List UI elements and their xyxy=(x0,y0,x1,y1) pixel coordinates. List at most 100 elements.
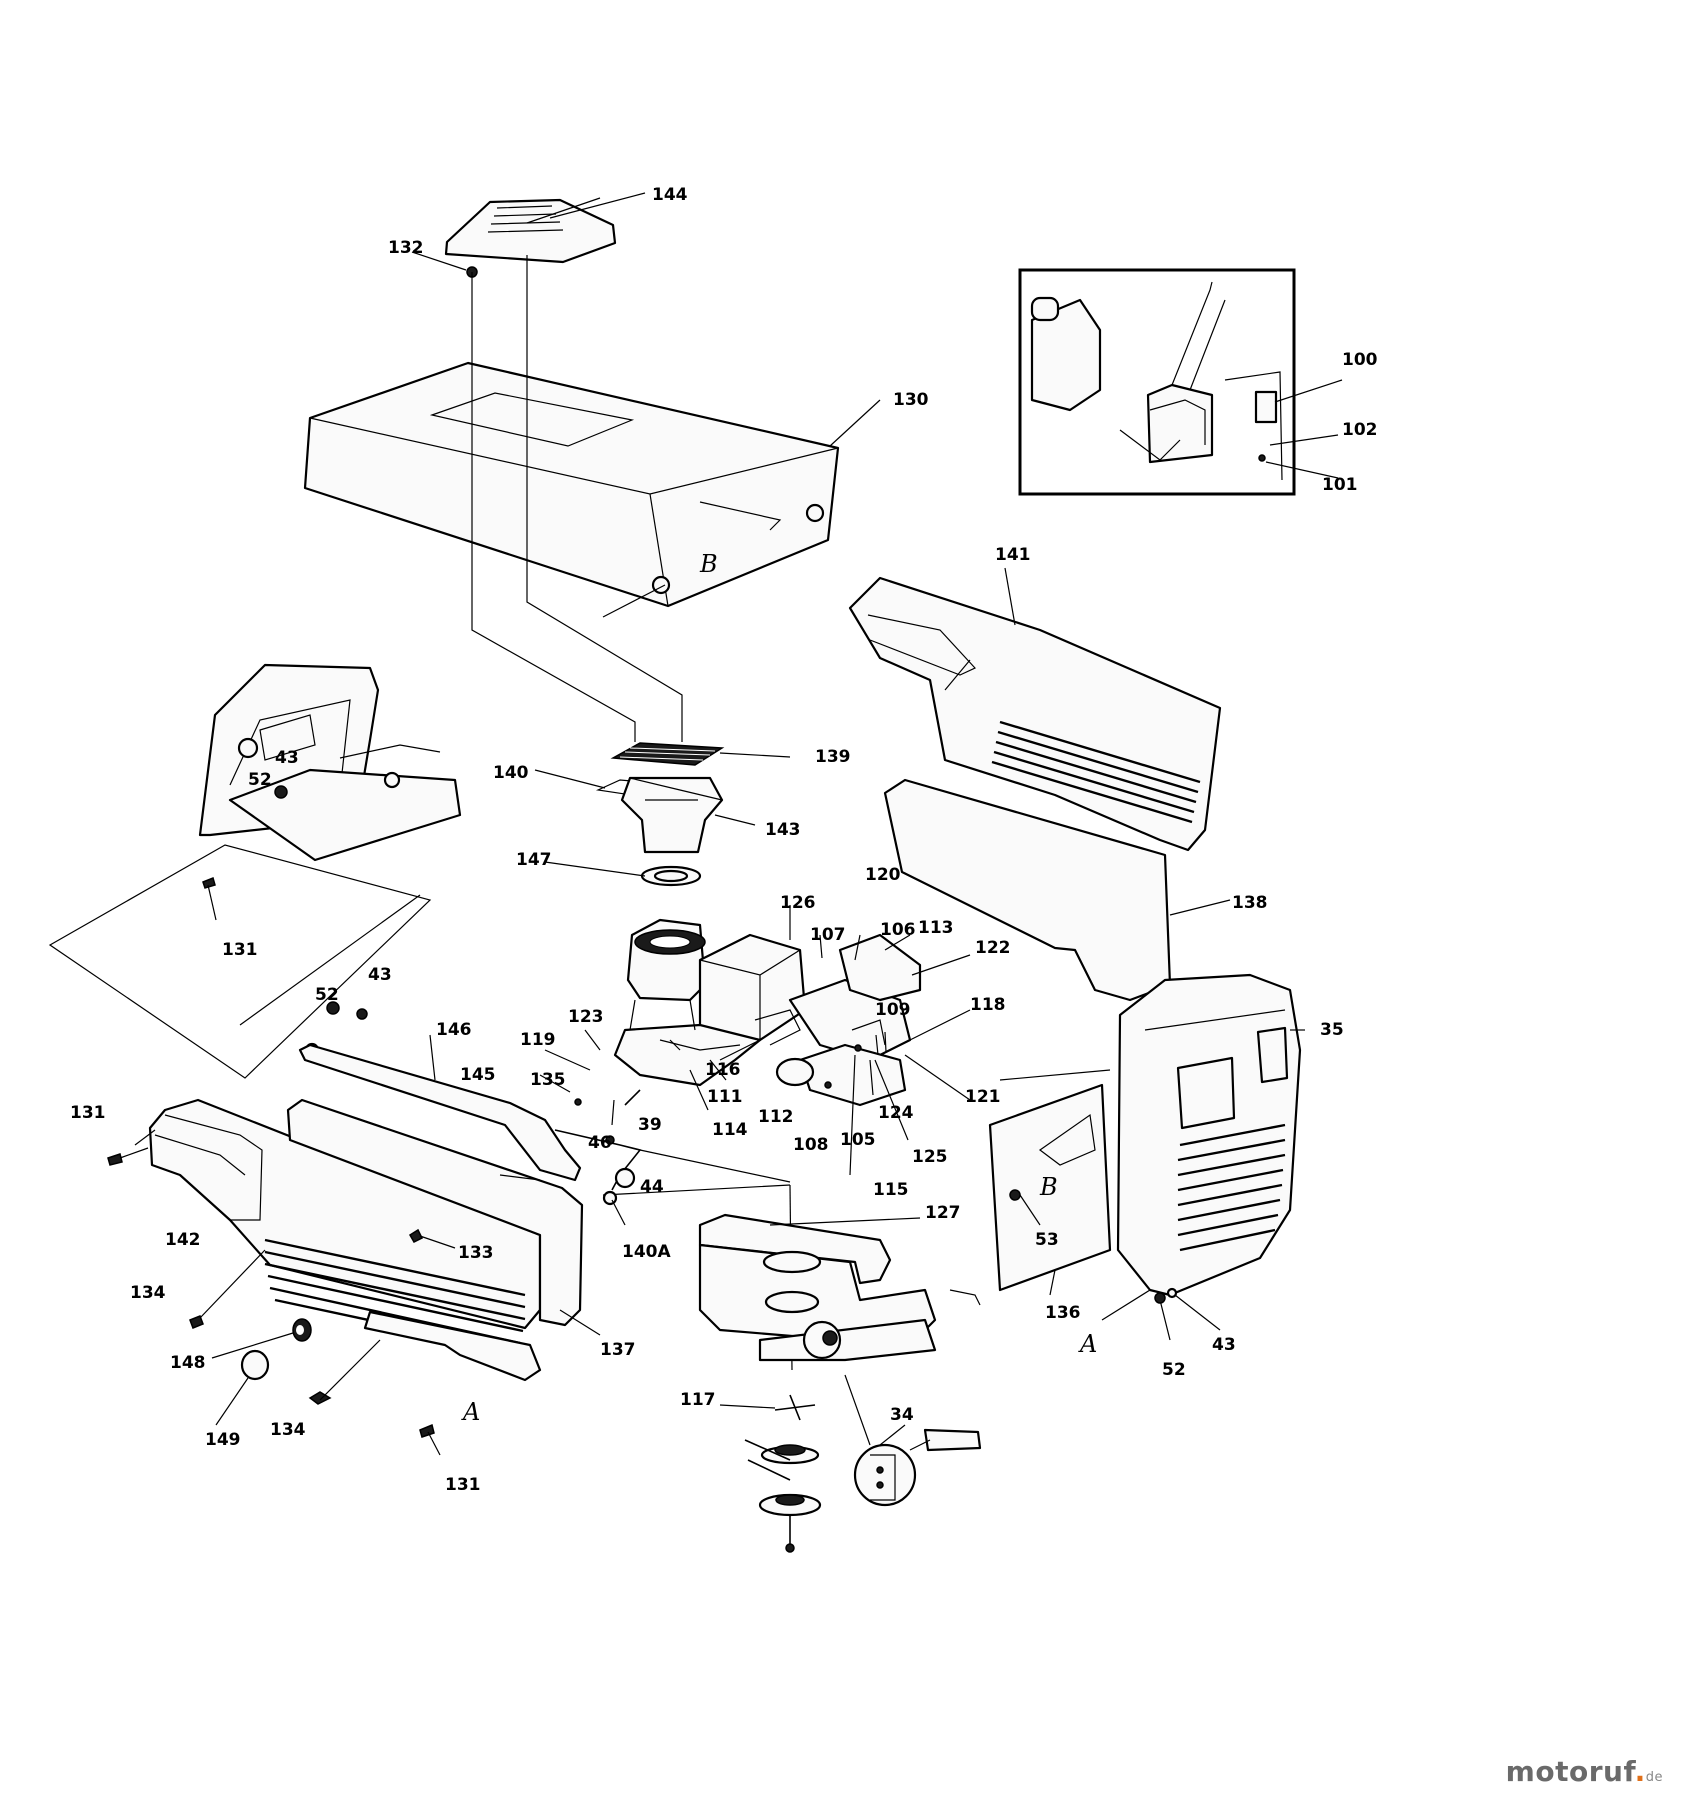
muffler-assembly xyxy=(775,933,922,1107)
label-108: 108 xyxy=(793,1135,829,1155)
label-116: 116 xyxy=(705,1060,741,1080)
part-127-mount-plate xyxy=(698,1213,981,1362)
brand-tld: de xyxy=(1645,1770,1663,1785)
label-127: 127 xyxy=(925,1203,961,1223)
label-136: 136 xyxy=(1045,1303,1081,1323)
label-145: 145 xyxy=(460,1065,496,1085)
part-52-43-grille-fasteners xyxy=(1154,1287,1178,1304)
label-140: 140 xyxy=(493,763,529,783)
part-133-screw xyxy=(408,1228,456,1249)
brand-name: motoruf xyxy=(1505,1755,1635,1788)
label-101: 101 xyxy=(1322,475,1358,495)
part-146-rail xyxy=(298,1043,582,1182)
part-34-detail-circle xyxy=(844,1374,982,1507)
label-137: 137 xyxy=(600,1340,636,1360)
label-143: 143 xyxy=(765,820,801,840)
part-131-screw-left xyxy=(107,1147,149,1166)
label-122: 122 xyxy=(975,938,1011,958)
part-134-screw-left xyxy=(189,1249,266,1329)
callout-labels: 144 132 130 100 102 101 141 139 140 143 … xyxy=(70,185,1378,1495)
part-134-screw-bottom xyxy=(308,1339,381,1405)
label-119: 119 xyxy=(520,1030,556,1050)
part-149-knob xyxy=(215,1349,270,1426)
part-35-front-grille xyxy=(1116,973,1305,1297)
label-144: 144 xyxy=(652,185,688,205)
label-111: 111 xyxy=(707,1087,743,1107)
label-39: 39 xyxy=(638,1115,662,1135)
label-109: 109 xyxy=(875,1000,911,1020)
label-139: 139 xyxy=(815,747,851,767)
label-43-front: 43 xyxy=(1212,1335,1236,1355)
label-123: 123 xyxy=(568,1007,604,1027)
label-44: 44 xyxy=(640,1177,664,1197)
part-143-intake-funnel xyxy=(620,776,724,854)
brand-logo: motoruf.de xyxy=(1506,1755,1663,1788)
label-133: 133 xyxy=(458,1243,494,1263)
label-134-left: 134 xyxy=(130,1283,166,1303)
ref-b-hood: B xyxy=(699,550,718,578)
inset-detail-panel xyxy=(1018,268,1343,496)
label-131-left: 131 xyxy=(70,1103,106,1123)
ref-b-panel: B xyxy=(1039,1173,1058,1201)
part-148-bushing xyxy=(211,1318,312,1359)
label-117: 117 xyxy=(680,1390,716,1410)
label-120: 120 xyxy=(865,865,901,885)
assembly-guide-lines xyxy=(48,255,1111,1371)
label-106: 106 xyxy=(880,920,916,940)
label-100: 100 xyxy=(1342,350,1378,370)
part-147-ring xyxy=(640,865,702,887)
label-148: 148 xyxy=(170,1353,206,1373)
label-146: 146 xyxy=(436,1020,472,1040)
label-134-bottom: 134 xyxy=(270,1420,306,1440)
label-107: 107 xyxy=(810,925,846,945)
part-141-side-panel xyxy=(848,567,1222,852)
label-112: 112 xyxy=(758,1107,794,1127)
label-34: 34 xyxy=(890,1405,914,1425)
label-131-bottom: 131 xyxy=(445,1475,481,1495)
label-52-dash: 52 xyxy=(248,770,272,790)
label-46: 46 xyxy=(588,1133,612,1153)
label-130: 130 xyxy=(893,390,929,410)
label-124: 124 xyxy=(878,1103,914,1123)
part-131-screw-dash xyxy=(202,876,217,921)
label-131-dash: 131 xyxy=(222,940,258,960)
label-126: 126 xyxy=(780,893,816,913)
label-118: 118 xyxy=(970,995,1006,1015)
ref-a-front: A xyxy=(1078,1330,1097,1358)
label-147: 147 xyxy=(516,850,552,870)
part-130-hood xyxy=(303,361,840,618)
ref-a-left: A xyxy=(461,1398,480,1426)
part-136-panel xyxy=(988,1083,1112,1296)
label-43-dash: 43 xyxy=(275,748,299,768)
label-114: 114 xyxy=(712,1120,748,1140)
part-131-screw-bottom xyxy=(419,1423,441,1456)
label-43-mid: 43 xyxy=(368,965,392,985)
label-138: 138 xyxy=(1232,893,1268,913)
label-140a: 140A xyxy=(622,1242,671,1262)
brand-dot: . xyxy=(1634,1755,1646,1788)
label-142: 142 xyxy=(165,1230,201,1250)
dashboard-assembly xyxy=(198,663,462,862)
label-52-front: 52 xyxy=(1162,1360,1186,1380)
label-105: 105 xyxy=(840,1130,876,1150)
label-52-mid: 52 xyxy=(315,985,339,1005)
leader-lines xyxy=(134,192,1221,1446)
part-138-panel xyxy=(883,778,1231,1002)
label-141: 141 xyxy=(995,545,1031,565)
label-35: 35 xyxy=(1320,1020,1344,1040)
label-149: 149 xyxy=(205,1430,241,1450)
part-117-pulley-stack xyxy=(744,1394,822,1553)
label-132: 132 xyxy=(388,238,424,258)
part-139-screen xyxy=(610,742,725,766)
label-53: 53 xyxy=(1035,1230,1059,1250)
label-113: 113 xyxy=(918,918,954,938)
part-144-top-cover xyxy=(444,197,617,264)
label-102: 102 xyxy=(1342,420,1378,440)
part-134-lower-bracket xyxy=(363,1310,542,1382)
reference-letters: B B A A xyxy=(461,550,1097,1426)
label-135: 135 xyxy=(530,1070,566,1090)
label-121: 121 xyxy=(965,1087,1001,1107)
label-125: 125 xyxy=(912,1147,948,1167)
label-115: 115 xyxy=(873,1180,909,1200)
